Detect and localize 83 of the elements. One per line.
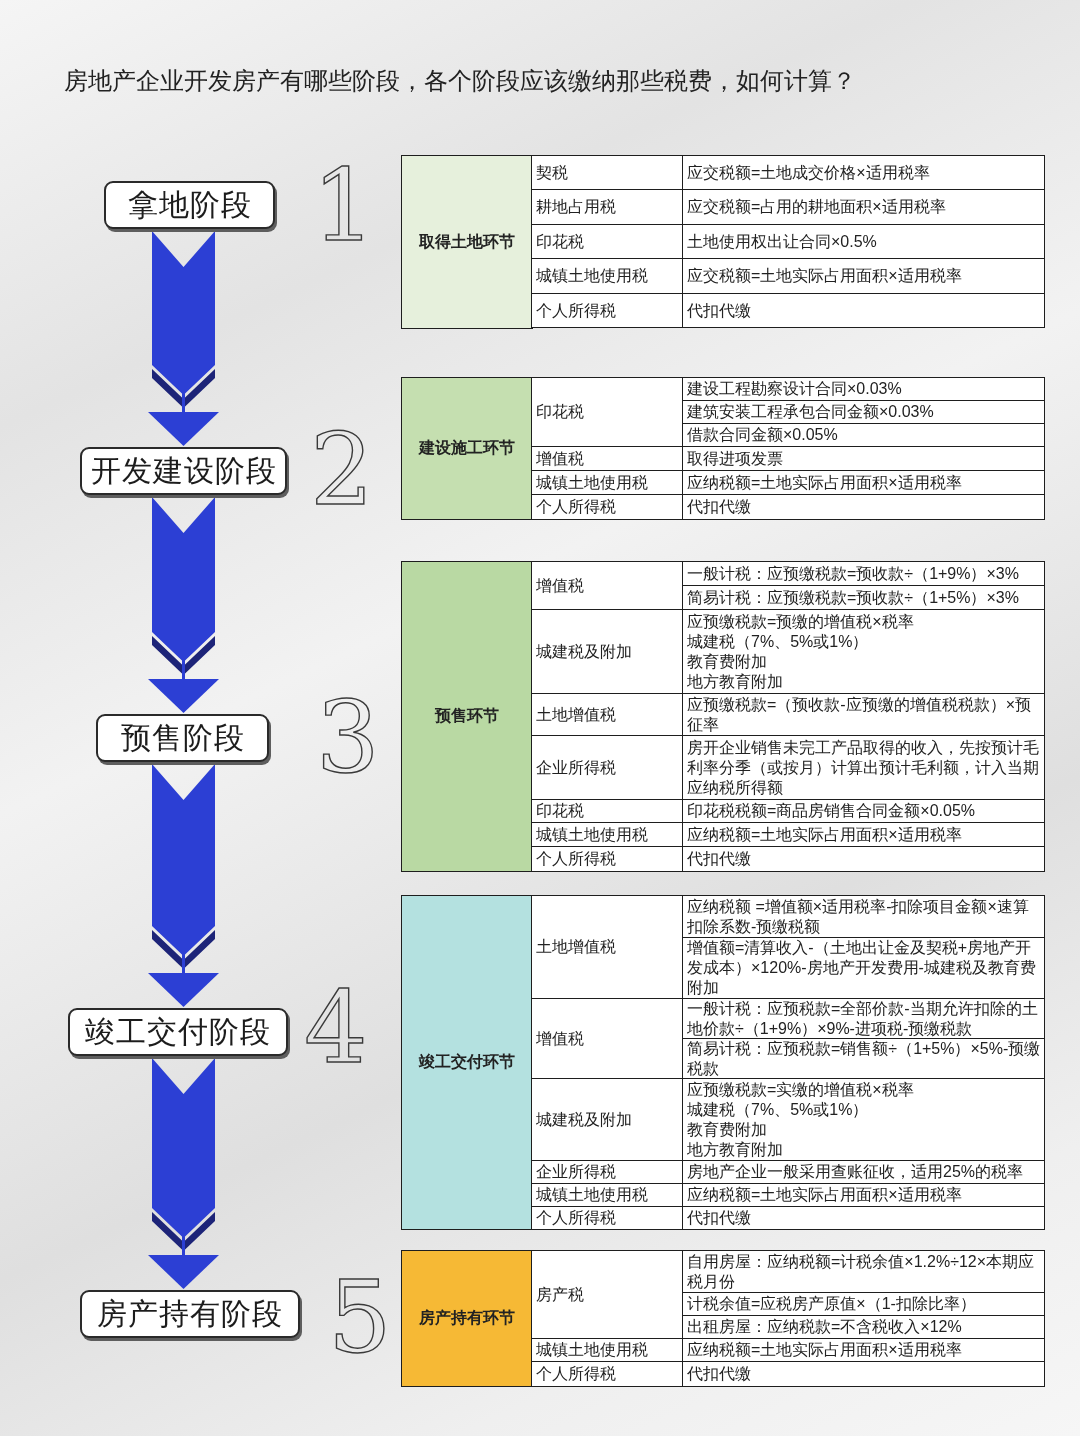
table-cell: 应纳税额=土地实际占用面积×适用税率	[682, 1183, 1045, 1208]
text-line: 城建税（7%、5%或1%）	[687, 1099, 870, 1120]
table-cell: 房产税	[531, 1250, 684, 1340]
table-cell: 城镇土地使用税	[531, 258, 684, 295]
table-cell: 企业所得税	[531, 735, 684, 801]
text-line: 应预缴税款=预缴的增值税×税率	[687, 611, 915, 632]
table-cell: 个人所得税	[531, 292, 684, 329]
table-cell: 借款合同金额×0.05%	[682, 423, 1045, 448]
table-cell: 应纳税额 =增值额×适用税率-扣除项目金额×速算扣除系数-预缴税额	[682, 895, 1045, 939]
table-cell: 代扣代缴	[682, 1361, 1045, 1387]
table-cell: 土地使用权出让合同×0.5%	[682, 223, 1045, 260]
table-cell: 代扣代缴	[682, 292, 1045, 329]
table-cell: 个人所得税	[531, 846, 684, 872]
table-header-cell: 竣工交付环节	[401, 895, 533, 1230]
table-cell: 取得进项发票	[682, 446, 1045, 472]
table-cell: 应纳税额=土地实际占用面积×适用税率	[682, 1338, 1045, 1363]
table-cell: 一般计税：应预缴税款=预收款÷（1+9%）×3%	[682, 561, 1045, 587]
table-cell: 建设工程勘察设计合同×0.03%	[682, 377, 1045, 402]
table-cell: 房地产企业一般采用查账征收，适用25%的税率	[682, 1160, 1045, 1185]
table-header-cell: 取得土地环节	[401, 155, 533, 329]
table-cell: 增值额=清算收入-（土地出让金及契税+房地产开发成本）×120%-房地产开发费用-城建税及教育费附加	[682, 937, 1045, 1000]
table-cell: 城建税及附加	[531, 609, 684, 695]
table-cell: 印花税	[531, 223, 684, 260]
table-cell: 建筑安装工程承包合同金额×0.03%	[682, 400, 1045, 425]
table-cell: 代扣代缴	[682, 1206, 1045, 1230]
table-cell: 代扣代缴	[682, 494, 1045, 520]
table-cell: 个人所得税	[531, 494, 684, 520]
table-cell: 城镇土地使用税	[531, 470, 684, 496]
chevron-arrow	[148, 1058, 219, 1289]
stage-box: 房产持有阶段	[80, 1290, 300, 1338]
table-header-cell: 建设施工环节	[401, 377, 533, 520]
table-cell: 印花税	[531, 377, 684, 448]
stage-number: 3	[316, 698, 380, 778]
table-cell: 土地增值税	[531, 895, 684, 1000]
table-header-cell: 预售环节	[401, 561, 533, 872]
table-cell: 城镇土地使用税	[531, 1183, 684, 1208]
table-cell: 简易计税：应预税款=销售额÷（1+5%）×5%-预缴税款	[682, 1038, 1045, 1080]
stage-number: 4	[304, 988, 368, 1068]
table-cell: 契税	[531, 155, 684, 191]
chevron-arrow	[148, 231, 219, 446]
stage-box: 预售阶段	[96, 714, 269, 762]
stage-box: 开发建设阶段	[80, 447, 287, 495]
table-cell: 自用房屋：应纳税额=计税余值×1.2%÷12×本期应税月份	[682, 1250, 1045, 1294]
table-cell: 代扣代缴	[682, 846, 1045, 872]
table-cell: 印花税税额=商品房销售合同金额×0.05%	[682, 799, 1045, 824]
stage-box: 竣工交付阶段	[68, 1008, 288, 1056]
table-cell: 个人所得税	[531, 1361, 684, 1387]
table-cell: 简易计税：应预缴税款=预收款÷（1+5%）×3%	[682, 585, 1045, 611]
table-cell: 计税余值=应税房产原值×（1-扣除比率）	[682, 1292, 1045, 1317]
text-line: 城建税（7%、5%或1%）	[687, 631, 870, 652]
table-cell: 城建税及附加	[531, 1078, 684, 1162]
table-cell: 印花税	[531, 799, 684, 824]
table-cell: 增值税	[531, 998, 684, 1080]
table-cell: 土地增值税	[531, 693, 684, 737]
table-cell: 应纳税额=土地实际占用面积×适用税率	[682, 470, 1045, 496]
stage-number: 1	[312, 166, 376, 246]
text-line: 地方教育附加	[687, 1139, 784, 1160]
stage-number: 5	[328, 1278, 392, 1358]
table-cell: 房开企业销售未完工产品取得的收入，先按预计毛利率分季（或按月）计算出预计毛利额，计入当期应纳税所得额	[682, 735, 1045, 801]
stage-box: 拿地阶段	[104, 181, 275, 229]
table-cell: 增值税	[531, 446, 684, 472]
table-cell: 个人所得税	[531, 1206, 684, 1230]
table-cell: 耕地占用税	[531, 189, 684, 226]
table-cell: 城镇土地使用税	[531, 1338, 684, 1363]
text-line: 应预缴税款=实缴的增值税×税率	[687, 1079, 915, 1100]
table-cell: 增值税	[531, 561, 684, 611]
text-line: 地方教育附加	[687, 671, 784, 692]
text-line: 教育费附加	[687, 1119, 768, 1140]
title: 房地产企业开发房产有哪些阶段，各个阶段应该缴纳那些税费，如何计算？	[64, 66, 856, 96]
table-header-cell: 房产持有环节	[401, 1250, 533, 1387]
table-cell: 出租房屋：应纳税款=不含税收入×12%	[682, 1315, 1045, 1340]
table-cell: 应交税额=占用的耕地面积×适用税率	[682, 189, 1045, 226]
table-cell: 城镇土地使用税	[531, 822, 684, 848]
stage-number: 2	[310, 430, 374, 510]
chevron-arrow	[148, 497, 219, 713]
table-cell: 企业所得税	[531, 1160, 684, 1185]
table-cell: 一般计税：应预税款=全部价款-当期允许扣除的土地价款÷（1+9%）×9%-进项税-预缴税款	[682, 998, 1045, 1040]
table-cell: 应纳税额=土地实际占用面积×适用税率	[682, 822, 1045, 848]
table-cell: 应预缴税款=（预收款-应预缴的增值税税款）×预征率	[682, 693, 1045, 737]
table-cell: 应交税额=土地实际占用面积×适用税率	[682, 258, 1045, 295]
table-cell: 应交税额=土地成交价格×适用税率	[682, 155, 1045, 191]
chevron-arrow	[148, 764, 219, 1007]
text-line: 教育费附加	[687, 651, 768, 672]
